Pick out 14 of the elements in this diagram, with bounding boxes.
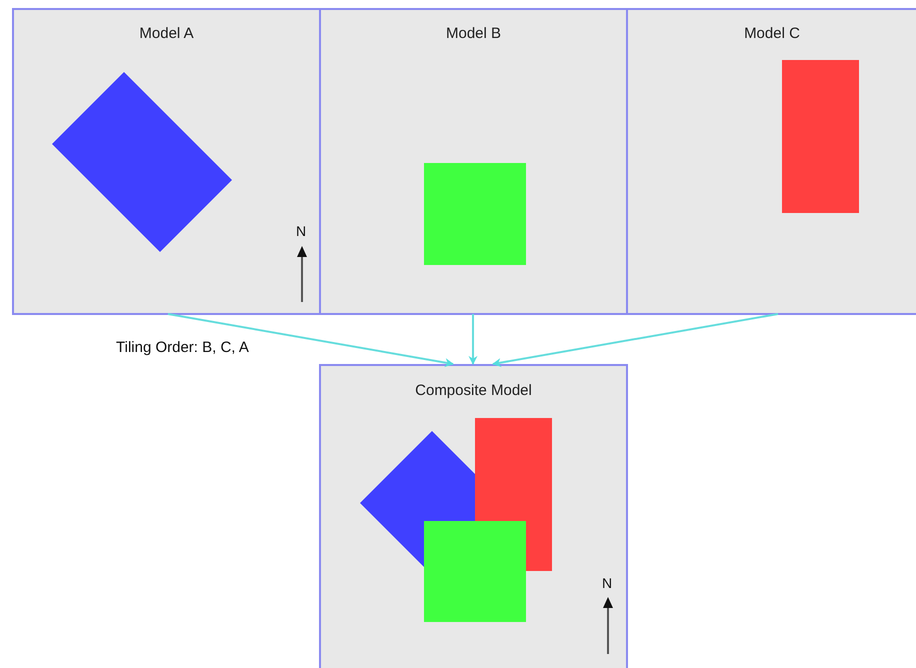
panel-title: Model B [446,25,502,42]
model-panel [319,364,628,668]
arrow [492,313,778,368]
arrow [468,314,478,365]
panel-title: Model A [139,25,194,42]
north-label: N [602,576,612,590]
model-panel [12,8,321,315]
arrow [168,313,454,368]
model-panel [319,8,628,315]
model-panel [626,8,916,315]
panel-title: Model C [744,25,800,42]
north-label: N [296,224,306,238]
panel-title: Composite Model [415,382,532,399]
note-text: Tiling Order: B, C, A [116,339,249,356]
